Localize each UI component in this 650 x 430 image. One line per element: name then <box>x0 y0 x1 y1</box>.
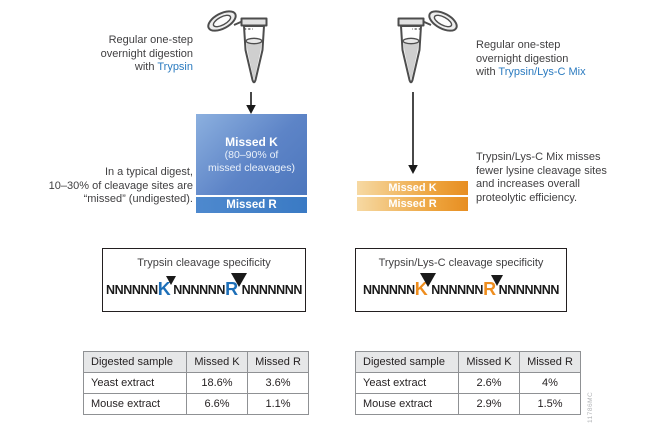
left-intro-with: with <box>134 61 155 73</box>
trypsin-results-table: Digested sample Missed K Missed R Yeast … <box>83 351 309 415</box>
left-note-line2: 10–30% of cleavage sites are <box>48 179 193 192</box>
left-note-line1: In a typical digest, <box>104 166 193 178</box>
missed-k-subtitle-2: missed cleavages) <box>208 162 295 174</box>
missed-k-value: 2.9% <box>458 393 520 415</box>
right-intro-with: with <box>476 66 496 78</box>
missed-r-strip: Missed R <box>196 197 307 213</box>
missed-k-box: Missed K (80–90% of missed cleavages) <box>196 114 307 195</box>
sequence-segment: NNNNNNN <box>241 283 303 297</box>
left-note-text: In a typical digest, 10–30% of cleavage … <box>0 166 193 207</box>
right-intro-line1: Regular one-step <box>476 39 561 51</box>
figure-code: 11786MC <box>587 391 594 423</box>
missed-k-value: 18.6% <box>186 372 248 394</box>
sample-name: Yeast extract <box>83 372 187 394</box>
right-intro-line2: overnight digestion <box>476 52 569 65</box>
missed-k-title: Missed K <box>225 135 278 149</box>
left-intro-line2: overnight digestion <box>100 47 193 60</box>
left-intro-text: Regular one-step overnight digestion wit… <box>23 34 193 75</box>
missed-k-value: 2.6% <box>458 372 520 394</box>
right-note-line1: Trypsin/Lys-C Mix misses <box>476 151 601 163</box>
cleavage-marker-large-icon <box>420 273 437 287</box>
table-row: Yeast extract 2.6% 4% <box>355 372 581 394</box>
left-intro-line3: with Trypsin <box>23 61 193 75</box>
right-enzyme-name: Trypsin/Lys-C Mix <box>498 66 586 78</box>
microcentrifuge-tube-right-icon <box>397 10 458 84</box>
col-missed-r: Missed R <box>519 351 581 373</box>
sample-name: Yeast extract <box>355 372 459 394</box>
table-row: Yeast extract 18.6% 3.6% <box>83 372 309 394</box>
missed-r-value: 3.6% <box>247 372 309 394</box>
col-missed-r: Missed R <box>247 351 309 373</box>
arrow-down-right-icon <box>408 92 418 174</box>
missed-r-value: 4% <box>519 372 581 394</box>
missed-r-value: 1.1% <box>247 393 309 415</box>
missed-k-value: 6.6% <box>186 393 248 415</box>
missed-k-subtitle-1: (80–90% of <box>224 149 279 161</box>
cleavage-marker-small-icon <box>166 276 177 285</box>
right-intro-text: Regular one-step overnight digestion wit… <box>476 39 646 80</box>
col-missed-k: Missed K <box>458 351 520 373</box>
trypsin-specificity-title: Trypsin cleavage specificity <box>137 257 271 269</box>
right-intro-line3: with Trypsin/Lys-C Mix <box>476 66 646 80</box>
right-note-line2: fewer lysine cleavage sites <box>476 164 607 177</box>
sample-name: Mouse extract <box>355 393 459 415</box>
table-header-row: Digested sample Missed K Missed R <box>355 351 581 373</box>
cleavage-marker-medium-icon <box>490 275 503 286</box>
missed-r-value: 1.5% <box>519 393 581 415</box>
trypsin-lysc-results-table: Digested sample Missed K Missed R Yeast … <box>355 351 581 415</box>
col-missed-k: Missed K <box>186 351 248 373</box>
sequence-segment: NNNNNN <box>173 283 226 297</box>
cleavage-marker-large-icon <box>230 273 247 287</box>
missed-k-bar: Missed K <box>357 181 468 195</box>
left-enzyme-name: Trypsin <box>157 61 193 73</box>
arrow-down-left-icon <box>246 92 256 114</box>
table-header-row: Digested sample Missed K Missed R <box>83 351 309 373</box>
table-row: Mouse extract 2.9% 1.5% <box>355 393 581 415</box>
left-intro-line1: Regular one-step <box>108 34 193 46</box>
left-note-line3: “missed” (undigested). <box>83 193 193 205</box>
microcentrifuge-tube-left-icon <box>207 10 268 84</box>
table-row: Mouse extract 6.6% 1.1% <box>83 393 309 415</box>
trypsin-lysc-specificity-box: Trypsin/Lys-C cleavage specificity NNNNN… <box>355 248 567 312</box>
right-note-line3: and increases overall <box>476 178 580 190</box>
col-digested-sample: Digested sample <box>83 351 187 373</box>
sequence-segment: NNNNNN <box>431 283 484 297</box>
sequence-segment: NNNNNNN <box>498 283 560 297</box>
right-note-text: Trypsin/Lys-C Mix misses fewer lysine cl… <box>476 151 650 205</box>
sequence-segment: NNNNNN <box>363 283 415 297</box>
sample-name: Mouse extract <box>83 393 187 415</box>
trypsin-lysc-specificity-title: Trypsin/Lys-C cleavage specificity <box>378 257 544 269</box>
sequence-segment: NNNNNN <box>106 283 158 297</box>
missed-r-bar: Missed R <box>357 197 468 211</box>
col-digested-sample: Digested sample <box>355 351 459 373</box>
right-note-line4: proteolytic efficiency. <box>476 191 578 204</box>
